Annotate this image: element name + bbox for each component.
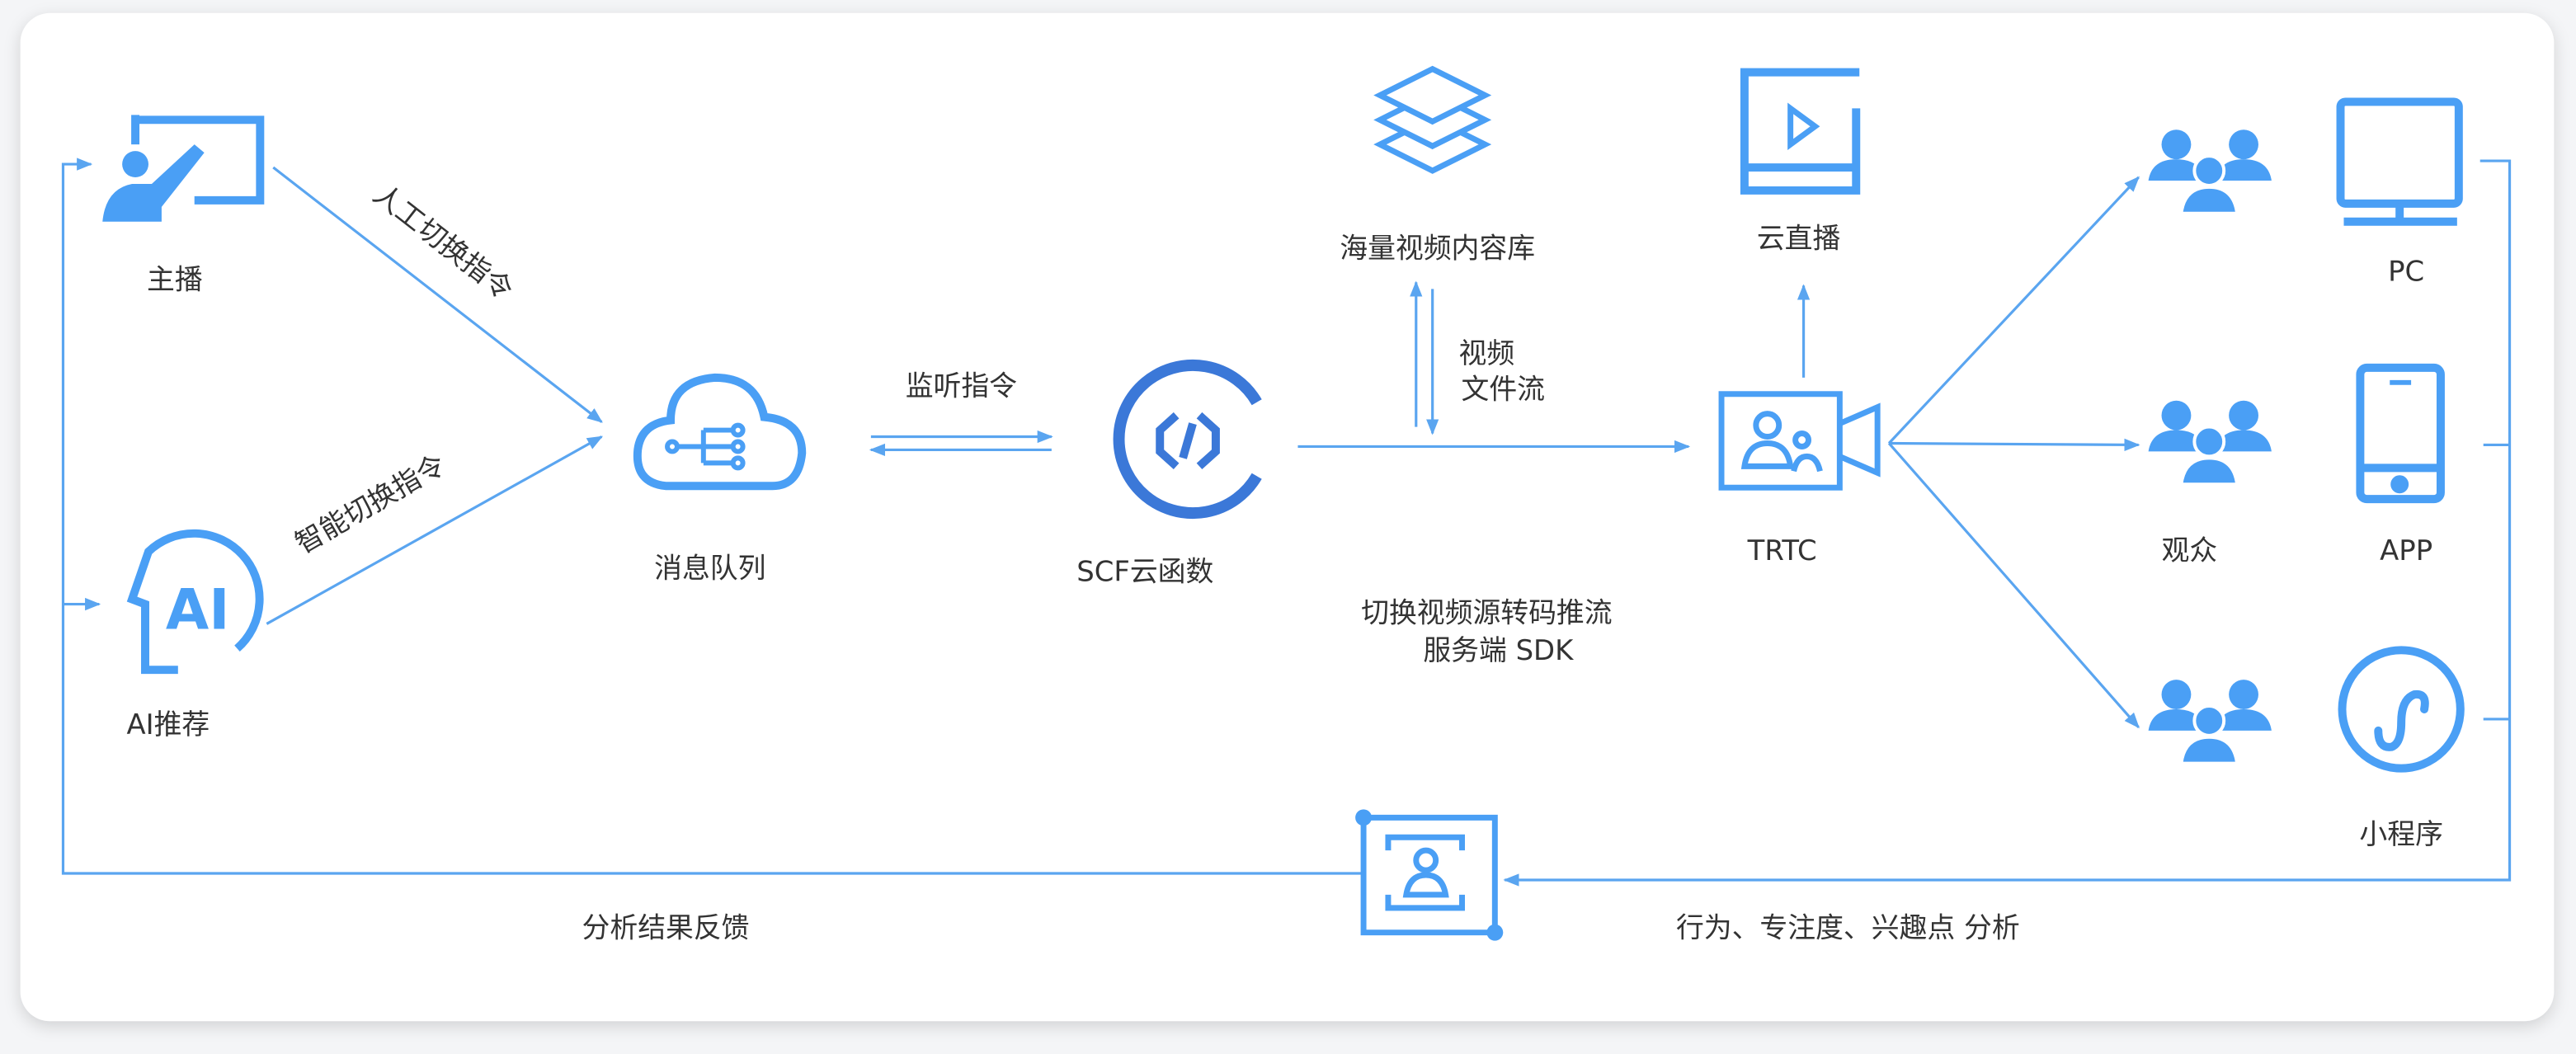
card bbox=[20, 12, 2555, 1022]
live-video-icon bbox=[1740, 68, 1861, 195]
analysis-label: 行为、专注度、兴趣点 分析 bbox=[1676, 912, 2020, 944]
feedback-line bbox=[61, 158, 1364, 875]
audience-icon bbox=[2148, 129, 2272, 215]
ai-head-icon: AI bbox=[126, 529, 264, 675]
manual-edge bbox=[272, 166, 603, 423]
pc-monitor-icon bbox=[2336, 97, 2463, 226]
trtc-to-audience-2 bbox=[1889, 438, 2140, 451]
ai-label: AI推荐 bbox=[126, 708, 210, 741]
miniprogram-icon bbox=[2338, 646, 2465, 773]
trtc-camera-icon bbox=[1718, 391, 1881, 491]
video-stream-label-1: 视频 bbox=[1459, 337, 1515, 369]
trtc-label: TRTC bbox=[1747, 534, 1817, 567]
connectors bbox=[61, 158, 2512, 887]
anchor-label: 主播 bbox=[147, 263, 203, 295]
sdk-label-1: 切换视频源转码推流 bbox=[1361, 596, 1612, 628]
listen-command-label: 监听指令 bbox=[906, 370, 1017, 402]
pc-label: PC bbox=[2388, 255, 2424, 287]
mq-label: 消息队列 bbox=[654, 553, 765, 585]
smart-edge bbox=[266, 435, 604, 625]
scf-function-icon bbox=[1113, 359, 1262, 520]
app-phone-icon bbox=[2356, 363, 2445, 504]
audience-icon bbox=[2148, 680, 2272, 765]
library-label: 海量视频内容库 bbox=[1340, 233, 1535, 265]
analysis-user-frame-icon bbox=[1355, 809, 1504, 941]
ai-icon-text: AI bbox=[166, 576, 230, 642]
audience-icon bbox=[2148, 400, 2272, 487]
miniprogram-label: 小程序 bbox=[2359, 818, 2442, 850]
app-label: APP bbox=[2380, 534, 2432, 567]
presenter-icon bbox=[102, 115, 265, 222]
trtc-to-audience-1 bbox=[1887, 176, 2140, 445]
video-library-layers-icon bbox=[1373, 65, 1492, 174]
message-queue-cloud-icon bbox=[633, 373, 807, 491]
video-stream-label-2: 文件流 bbox=[1462, 374, 1545, 406]
audience-label: 观众 bbox=[2162, 534, 2218, 567]
analysis-line bbox=[1503, 159, 2512, 887]
live-label: 云直播 bbox=[1757, 223, 1841, 255]
scf-label: SCF云函数 bbox=[1076, 556, 1213, 588]
sdk-label-2: 服务端 SDK bbox=[1423, 634, 1574, 666]
feedback-label: 分析结果反馈 bbox=[582, 912, 750, 944]
trtc-to-audience-3 bbox=[1887, 442, 2140, 729]
